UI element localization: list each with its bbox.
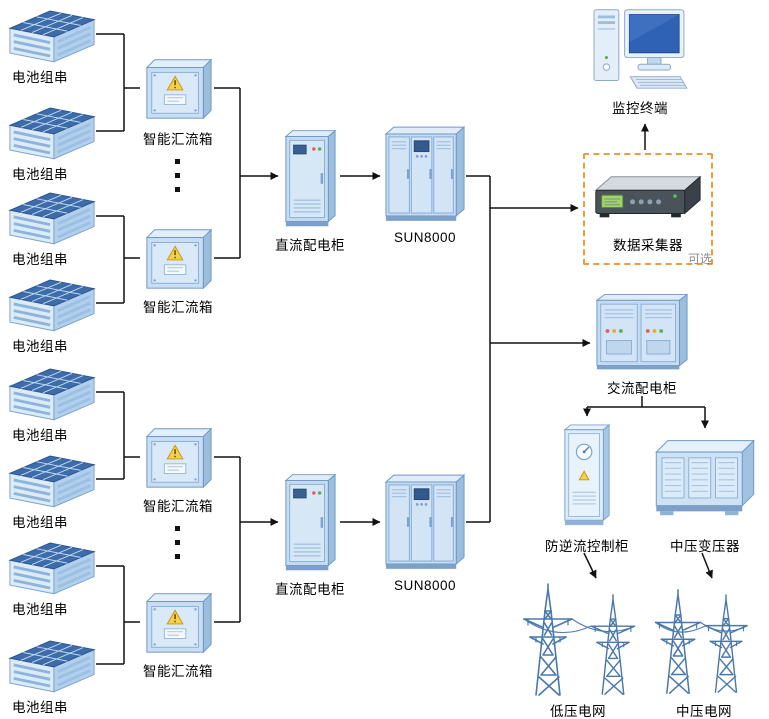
anti-backflow-cabinet	[561, 421, 613, 529]
solar-building-icon	[8, 186, 96, 246]
lv-grid-towers	[516, 583, 580, 697]
data-collector-label: 数据采集器	[613, 238, 683, 253]
desktop-computer-icon	[588, 4, 688, 92]
transmission-tower-icon	[584, 594, 642, 696]
ac-cabinet-label: 交流配电柜	[607, 381, 677, 396]
transmission-tower-icon	[698, 594, 754, 694]
battery-string-label: 电池组串	[12, 339, 68, 354]
dc-distribution-cabinet	[282, 126, 338, 230]
mv-transformer-label: 中压变压器	[670, 539, 740, 554]
solar-building-icon	[8, 449, 96, 509]
inverter-label: SUN8000	[393, 578, 457, 593]
solar-building-icon	[8, 101, 96, 161]
battery-string-label: 电池组串	[12, 70, 68, 85]
solar-building-icon	[8, 362, 96, 422]
battery-string-building	[8, 101, 96, 161]
monitoring-terminal	[588, 4, 688, 92]
solar-building-icon	[8, 634, 96, 694]
ac-distribution-cabinet	[595, 290, 689, 372]
battery-string-building	[8, 362, 96, 422]
ac-cabinet-icon	[595, 290, 689, 372]
dc-cabinet-label: 直流配电柜	[275, 238, 345, 253]
inverter-cabinet-icon	[384, 470, 466, 574]
solar-building-icon	[8, 273, 96, 333]
combiner-box-label: 智能汇流箱	[143, 132, 213, 147]
combiner-box-icon	[142, 222, 214, 294]
combiner-box-icon	[142, 421, 214, 493]
dc-cabinet-label: 直流配电柜	[275, 582, 345, 597]
optional-label: 可选	[687, 252, 712, 266]
data-collector-icon	[590, 167, 704, 229]
battery-string-building	[8, 186, 96, 246]
combiner-box	[142, 52, 214, 124]
battery-string-label: 电池组串	[12, 167, 68, 182]
combiner-box-icon	[142, 586, 214, 658]
combiner-box-label: 智能汇流箱	[143, 499, 213, 514]
combiner-box-label: 智能汇流箱	[143, 664, 213, 679]
dc-cabinet-icon	[282, 470, 338, 574]
monitoring-terminal-label: 监控终端	[612, 101, 668, 116]
mv-grid-label: 中压电网	[676, 704, 732, 719]
optional-data-collector-frame	[583, 153, 713, 265]
combiner-box-label: 智能汇流箱	[143, 300, 213, 315]
transformer-icon	[652, 433, 758, 519]
solar-building-icon	[8, 536, 96, 596]
combiner-box	[142, 586, 214, 658]
battery-string-building	[8, 536, 96, 596]
mv-grid-towers	[698, 594, 754, 694]
battery-string-label: 电池组串	[12, 428, 68, 443]
transmission-tower-icon	[516, 583, 580, 697]
solar-building-icon	[8, 4, 96, 64]
battery-string-label: 电池组串	[12, 515, 68, 530]
battery-string-building	[8, 634, 96, 694]
inverter-cabinet-icon	[384, 122, 466, 226]
dc-distribution-cabinet	[282, 470, 338, 574]
battery-string-label: 电池组串	[12, 700, 68, 715]
sun8000-inverter	[384, 470, 466, 574]
data-collector	[590, 167, 704, 229]
lv-grid-label: 低压电网	[550, 704, 606, 719]
battery-string-building	[8, 449, 96, 509]
combiner-box-icon	[142, 52, 214, 124]
combiner-box	[142, 421, 214, 493]
anti-backflow-label: 防逆流控制柜	[545, 539, 629, 554]
sun8000-inverter	[384, 122, 466, 226]
battery-string-building	[8, 273, 96, 333]
anti-backflow-cabinet-icon	[561, 421, 613, 529]
mv-transformer	[652, 433, 758, 519]
lv-grid-towers	[584, 594, 642, 696]
battery-string-label: 电池组串	[12, 252, 68, 267]
inverter-label: SUN8000	[393, 230, 457, 245]
combiner-box	[142, 222, 214, 294]
battery-string-building	[8, 4, 96, 64]
battery-string-label: 电池组串	[12, 602, 68, 617]
dc-cabinet-icon	[282, 126, 338, 230]
